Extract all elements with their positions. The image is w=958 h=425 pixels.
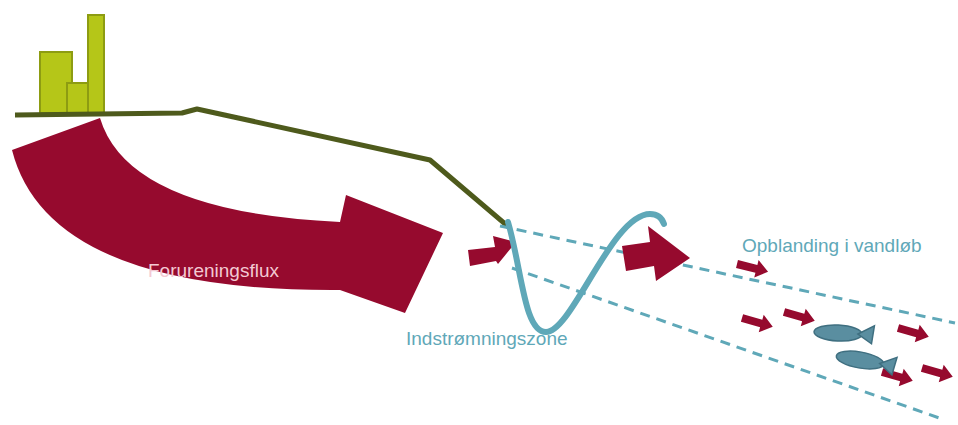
zone-label: Opblanding i vandløb: [742, 235, 922, 257]
curved-arrow-path: [12, 118, 443, 313]
flow-arrows: [735, 255, 955, 389]
node-text: Forureningsflux: [148, 260, 279, 282]
flux-arrow: [622, 226, 690, 281]
stream-bank: [512, 268, 945, 420]
building: [88, 15, 104, 113]
curved-arrow: [0, 105, 460, 325]
fish: [814, 323, 897, 375]
flux-arrow: [468, 236, 516, 266]
inflow-curve: [508, 214, 664, 332]
zone-label: Indstrømningszone: [406, 328, 568, 350]
flux-arrow-shape: Forureningsflux: [0, 105, 460, 325]
